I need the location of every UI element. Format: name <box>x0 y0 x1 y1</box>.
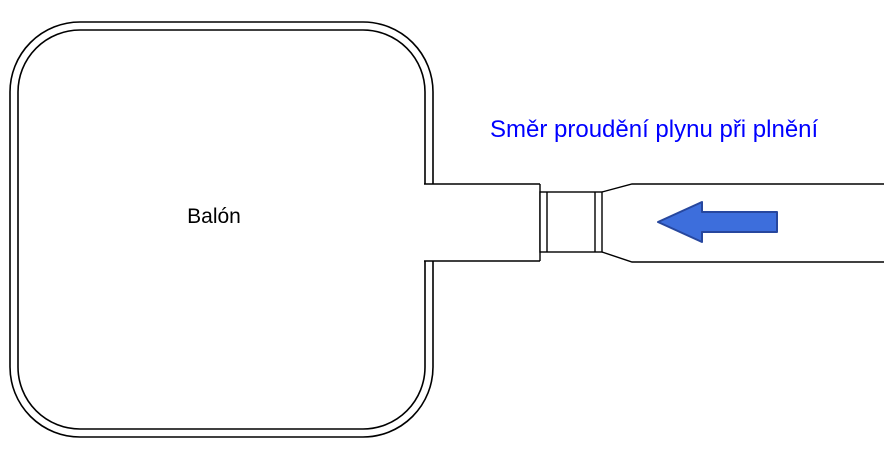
flow-caption: Směr proudění plynu při plnění <box>490 116 819 143</box>
valve-connector <box>539 191 603 253</box>
balloon-label: Balón <box>187 205 241 228</box>
balloon-neck-tube <box>424 183 541 262</box>
balloon-inner-wall <box>17 29 426 430</box>
balloon-outer-wall <box>9 21 434 438</box>
flow-direction-arrow-icon <box>657 201 778 243</box>
inlet-pipe <box>601 183 884 263</box>
